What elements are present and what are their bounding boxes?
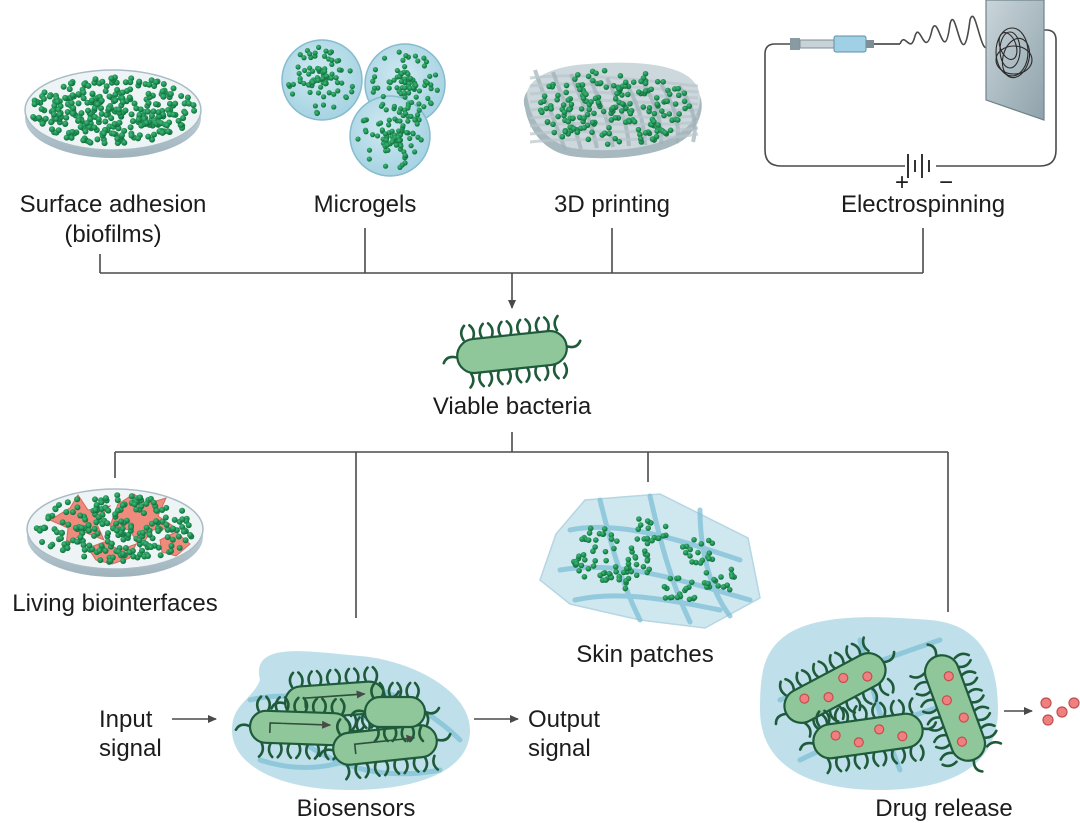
drug-bacterium [798,697,938,775]
label-3d-printing: 3D printing [554,191,670,218]
sensor-bacterium [349,681,441,743]
label-drug-release: Drug release [875,795,1012,822]
electrospinning-setup-icon: + − [764,0,1057,196]
converging-connector [99,228,924,309]
biointerface-plate-icon [26,488,204,577]
biofilm-plate-icon [24,69,202,158]
label-electrospinning: Electrospinning [841,191,1005,218]
bacterium-icon [442,314,582,389]
skin-patch-icon [539,493,761,629]
label-input-signal-line1: Input [99,706,153,733]
label-living-biointerfaces: Living biointerfaces [12,590,217,617]
label-output-signal-line2: signal [528,735,591,762]
sensor-bacterium [234,695,366,761]
biosensor-gel-icon [232,651,470,790]
label-surface-adhesion-line1: Surface adhesion [20,191,207,218]
bacterium-body [442,314,582,389]
polarity-minus: − [939,169,953,196]
diverging-connector [114,432,949,618]
label-skin-patches: Skin patches [576,641,713,668]
label-microgels: Microgels [314,191,417,218]
label-output-signal-line1: Output [528,706,600,733]
label-viable-bacteria: Viable bacteria [433,393,592,420]
released-drug-dots [1040,697,1080,726]
label-input-signal-line2: signal [99,735,162,762]
drug-bacterium [909,643,1003,773]
label-biosensors: Biosensors [297,795,416,822]
label-surface-adhesion-line2: (biofilms) [64,221,161,248]
polarity-plus: + [895,169,909,196]
microgels-icon [281,39,446,177]
drug-bacterium [774,636,896,738]
drug-release-gel-icon [760,617,1003,790]
printed-scaffold-icon [523,62,702,159]
